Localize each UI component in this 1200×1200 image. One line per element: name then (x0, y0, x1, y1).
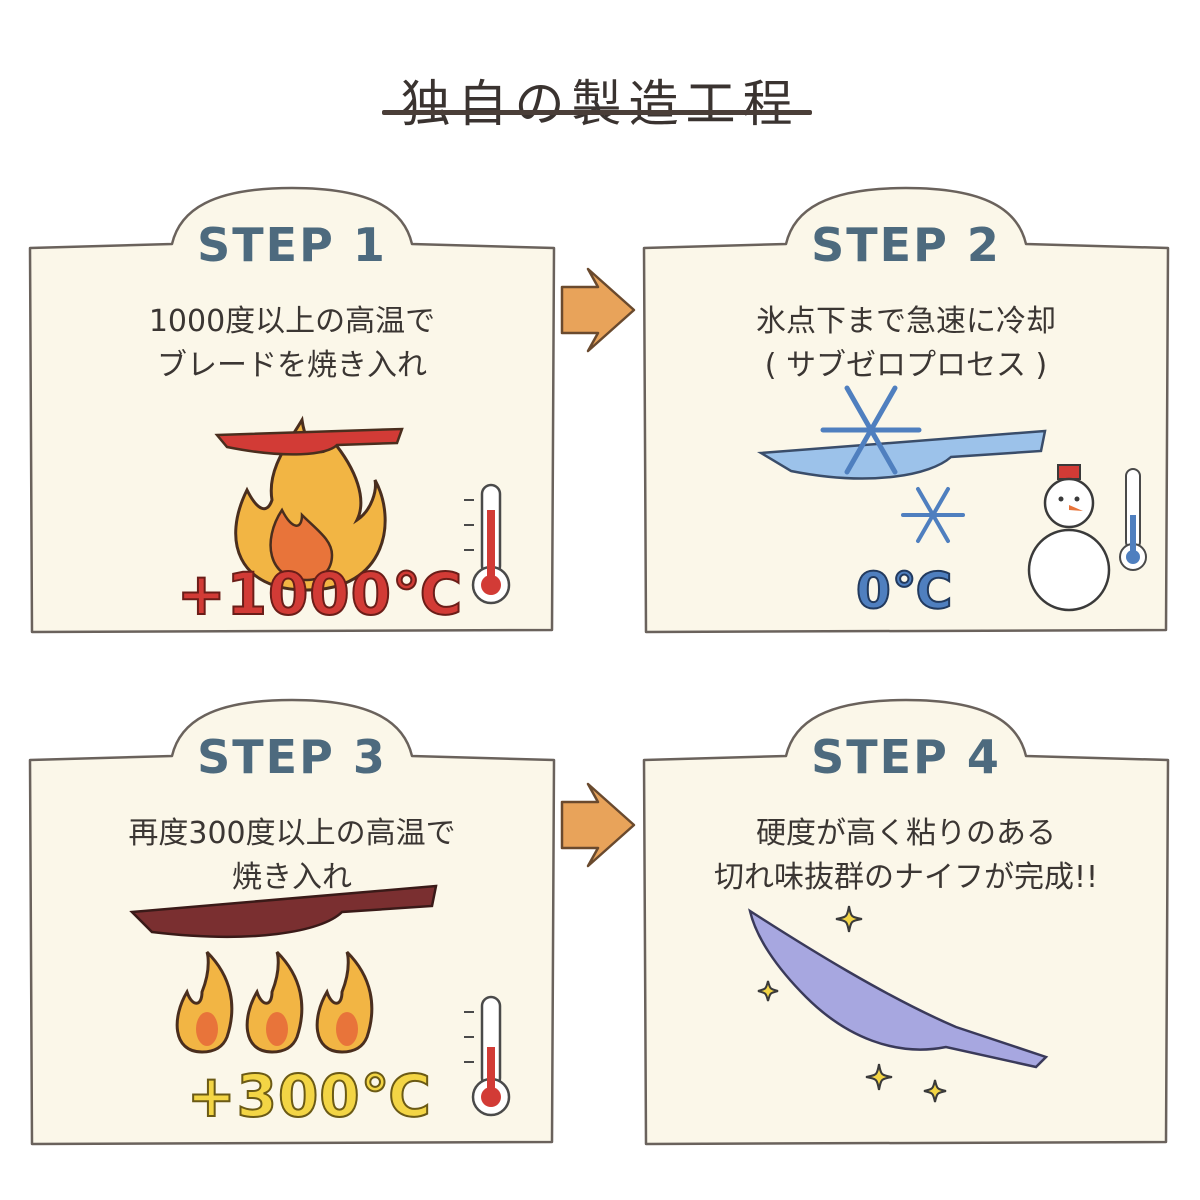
step-description: 1000度以上の高温で ブレードを焼き入れ (148, 304, 436, 383)
knife-icon (756, 429, 1047, 480)
step-card-3: STEP 3 再度300度以上の高温で 焼き入れ +300℃ (22, 692, 562, 1152)
knife-icon (129, 884, 438, 939)
step-card-4: STEP 4 硬度が高く粘りのある 切れ味抜群のナイフが完成!! (636, 692, 1176, 1152)
knife-icon (214, 427, 404, 456)
step-label: STEP 3 (197, 730, 387, 784)
card-background (28, 186, 556, 634)
knife-icon (748, 908, 1049, 1069)
page-title: 独自の製造工程 (400, 74, 800, 133)
temperature-label: 0℃ (855, 561, 954, 621)
flame-icon (175, 950, 374, 1054)
step-label: STEP 2 (811, 218, 1001, 272)
step-card-2: STEP 2 氷点下まで急速に冷却 ( サブゼロプロセス ) 0℃ (636, 180, 1176, 640)
step-description: 硬度が高く粘りのある 切れ味抜群のナイフが完成!! (713, 816, 1099, 895)
step-description: 再度300度以上の高温で 焼き入れ (128, 816, 456, 895)
thermometer-icon (464, 995, 511, 1117)
temperature-label: +300℃ (186, 1061, 432, 1131)
card-background (642, 698, 1170, 1146)
temperature-label: +1000℃ (176, 559, 464, 629)
step-label: STEP 4 (811, 730, 1001, 784)
thermometer-icon (1119, 468, 1147, 571)
step-card-1: STEP 1 1000度以上の高温で ブレードを焼き入れ +1000℃ (22, 180, 562, 640)
step-description: 氷点下まで急速に冷却 ( サブゼロプロセス ) (756, 304, 1056, 383)
snowflake-icon (901, 487, 965, 543)
sparkle-icon (923, 1079, 947, 1103)
snowman-icon (1027, 464, 1111, 612)
arrow-right-icon (560, 782, 636, 868)
sparkle-icon (865, 1063, 893, 1091)
card-background (642, 186, 1170, 634)
sparkle-icon (835, 905, 863, 933)
step-label: STEP 1 (197, 218, 387, 272)
snowflake-icon (820, 385, 922, 475)
sparkle-icon (757, 980, 779, 1002)
thermometer-icon (464, 483, 511, 605)
arrow-right-icon (560, 267, 636, 353)
title-underline (382, 110, 812, 115)
